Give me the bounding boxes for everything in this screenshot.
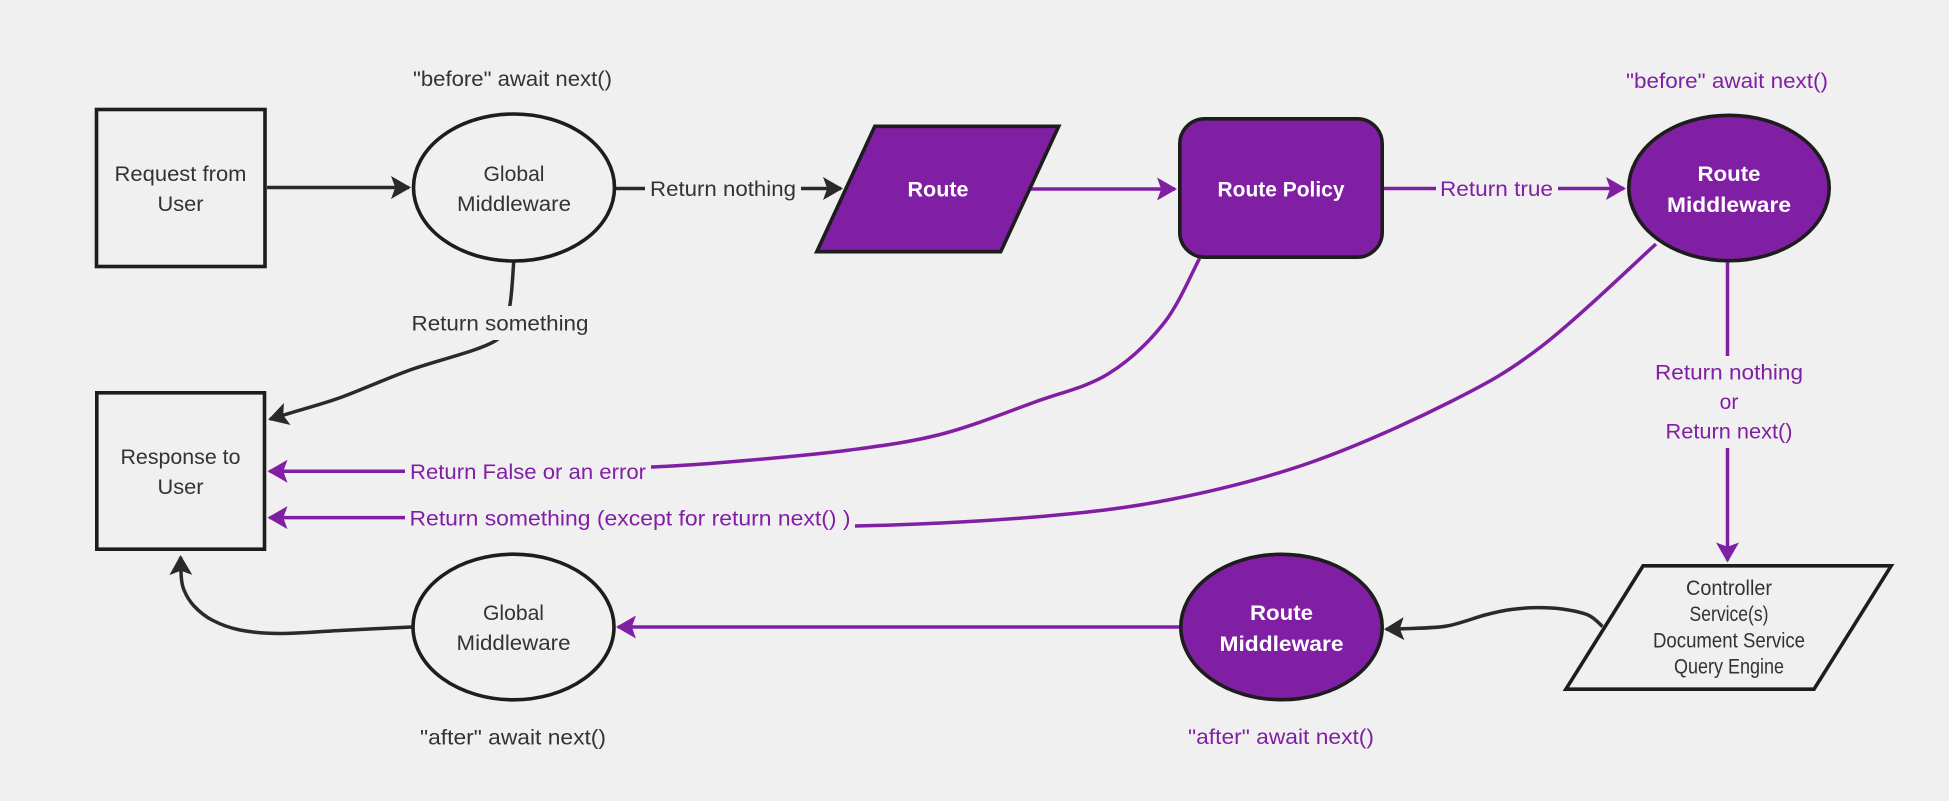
svg-text:Return next(): Return next() [1666,421,1793,444]
svg-text:Return something (except for r: Return something (except for return next… [410,508,851,531]
svg-text:Middleware: Middleware [1667,194,1791,217]
svg-text:User: User [158,193,204,216]
svg-text:Response to: Response to [121,446,241,469]
svg-text:Middleware: Middleware [457,193,571,216]
svg-text:Middleware: Middleware [457,632,571,655]
svg-text:Query Engine: Query Engine [1674,656,1784,679]
svg-text:Global: Global [483,602,544,625]
svg-text:Route: Route [1698,163,1761,186]
svg-text:Return nothing: Return nothing [1655,362,1803,385]
svg-text:Route Policy: Route Policy [1218,179,1345,202]
svg-text:Return true: Return true [1440,178,1553,201]
svg-text:Global: Global [484,163,545,186]
svg-text:Return something: Return something [412,313,589,336]
svg-text:Request from: Request from [115,163,247,186]
svg-text:Document Service: Document Service [1653,629,1805,652]
svg-text:Route: Route [1250,602,1313,625]
svg-text:or: or [1720,391,1739,414]
svg-text:Return nothing: Return nothing [650,178,796,201]
svg-text:"after" await next(): "after" await next() [420,727,606,750]
svg-text:User: User [158,476,204,499]
svg-text:Service(s): Service(s) [1690,603,1769,626]
svg-text:Controller: Controller [1686,577,1772,600]
svg-text:"after" await next(): "after" await next() [1188,726,1374,749]
svg-text:Return False or an error: Return False or an error [410,461,646,484]
svg-text:"before" await next(): "before" await next() [1626,70,1828,93]
svg-text:"before" await next(): "before" await next() [413,68,612,91]
svg-text:Route: Route [908,179,969,202]
svg-text:Middleware: Middleware [1220,633,1344,656]
